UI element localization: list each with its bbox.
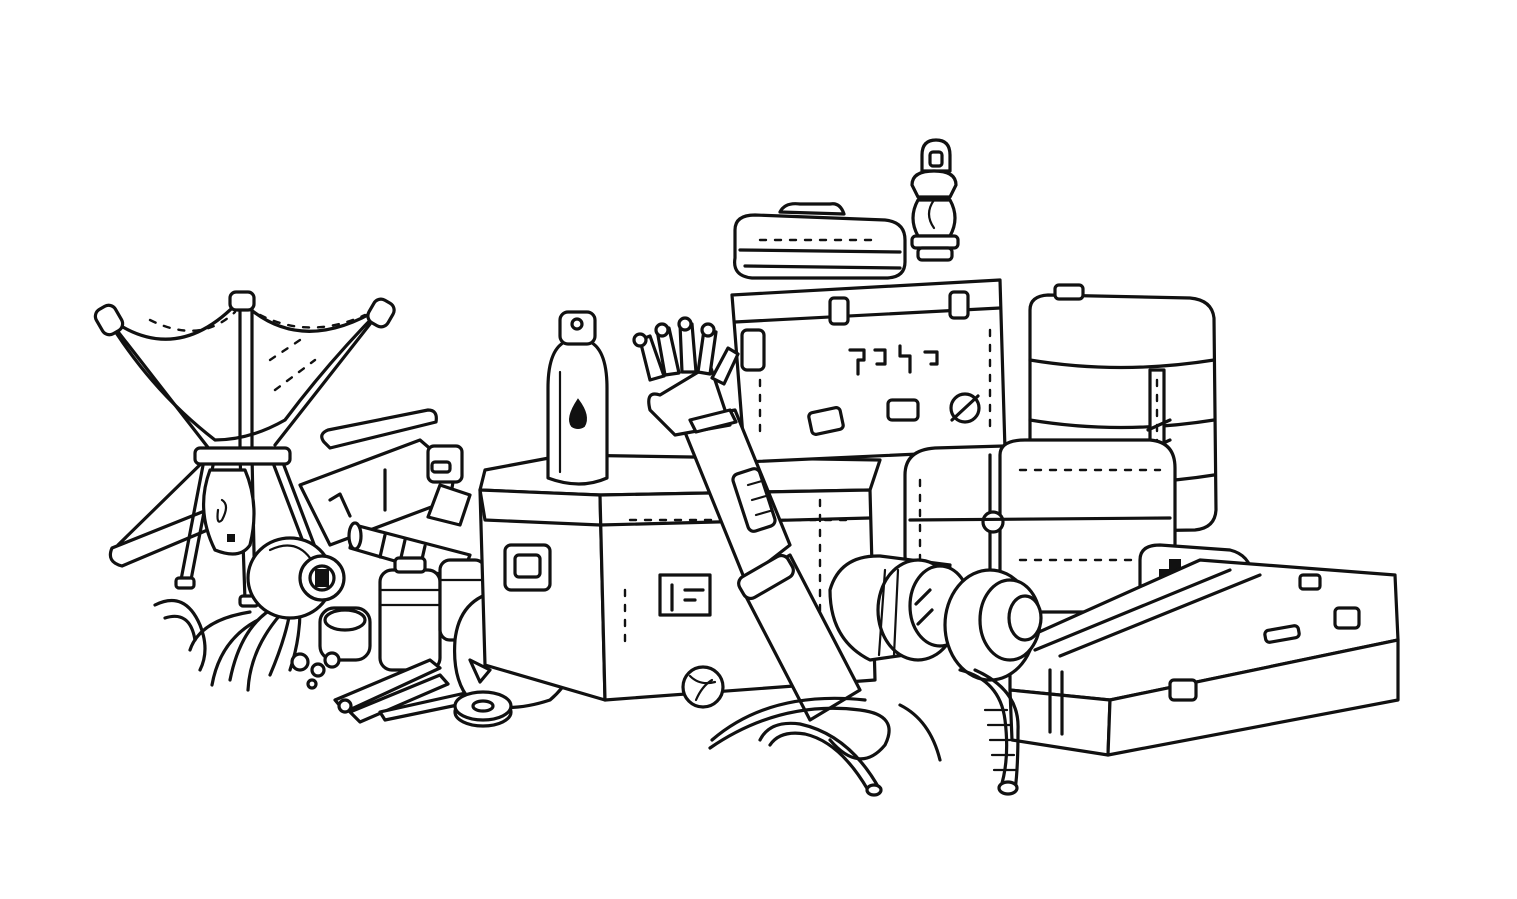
lantern (910, 138, 960, 262)
flat-hard-case (1008, 558, 1400, 757)
hoses (708, 668, 1020, 797)
prosthetic-arm (632, 316, 862, 722)
sticker-toolbox (730, 278, 1007, 464)
folded-blanket (733, 202, 907, 280)
water-bottle (546, 310, 609, 486)
tape-roll (453, 690, 513, 728)
small-ball (681, 665, 725, 709)
folding-stool (93, 290, 396, 608)
tube-device (298, 408, 472, 547)
canisters (290, 556, 487, 690)
helmet-pod (246, 536, 346, 620)
hose-coil (828, 554, 1043, 682)
